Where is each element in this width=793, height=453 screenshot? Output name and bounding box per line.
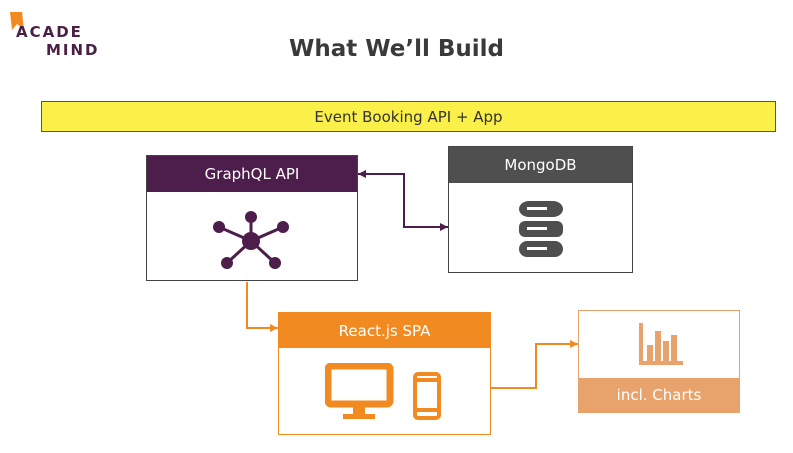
graphql-react-connector <box>246 282 278 329</box>
logo-text-mind: MIND <box>46 41 100 59</box>
graph-network-icon <box>213 211 289 269</box>
connector-arrowhead-left <box>358 170 366 178</box>
graphql-api-node: GraphQL API <box>146 155 358 281</box>
page-title: What We’ll Build <box>288 36 505 62</box>
logo-text-acade: ACADE <box>16 23 83 41</box>
react-spa-node: React.js SPA <box>278 312 491 435</box>
react-charts-connector <box>491 343 578 389</box>
database-icon <box>519 201 563 257</box>
charts-node: incl. Charts <box>578 310 740 413</box>
desktop-monitor-icon <box>325 363 394 419</box>
connector-arrowhead-charts <box>570 340 578 348</box>
academind-logo: ACADE MIND <box>8 10 98 62</box>
connector-arrowhead-right <box>440 223 448 231</box>
bar-chart-icon <box>639 323 683 365</box>
mongodb-label: MongoDB <box>449 147 632 183</box>
banner-event-booking: Event Booking API + App <box>41 101 776 132</box>
charts-label: incl. Charts <box>579 378 739 412</box>
connector-arrowhead-react <box>270 324 278 332</box>
mongodb-node: MongoDB <box>448 146 633 273</box>
logo-mark-icon <box>10 12 24 30</box>
react-spa-label: React.js SPA <box>279 313 490 348</box>
graphql-api-label: GraphQL API <box>147 156 357 192</box>
smartphone-icon <box>413 372 441 420</box>
graphql-mongodb-connector <box>358 173 448 228</box>
